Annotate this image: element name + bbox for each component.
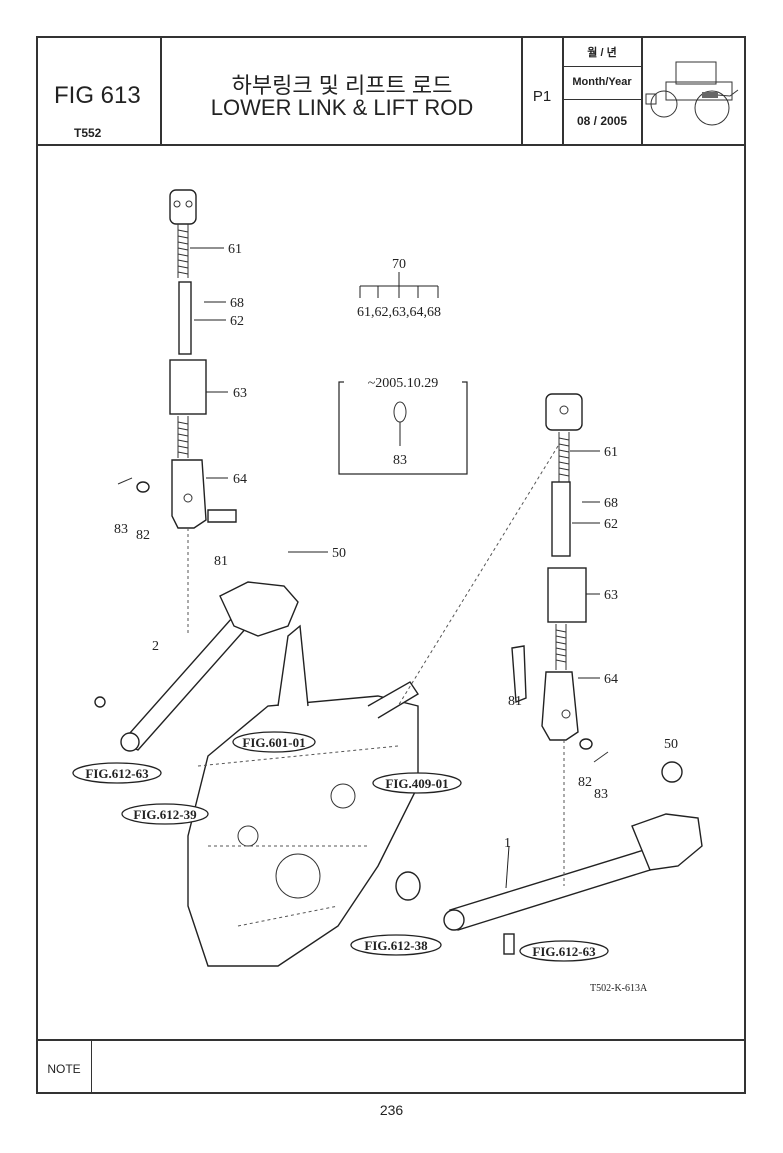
callout-81-left: 81 — [214, 554, 228, 569]
ref-fig-601-01[interactable]: FIG.601-01 — [242, 735, 305, 750]
page-code: P1 — [532, 88, 552, 105]
ref-fig-601-01-oval — [232, 731, 316, 753]
month-label-korean: 월 / 년 — [587, 47, 617, 59]
transmission-housing — [187, 624, 419, 967]
serial-box-label: ~2005.10.29 — [368, 376, 439, 391]
drawing-code: T502-K-613A — [590, 983, 648, 994]
note-label: NOTE — [47, 1062, 81, 1076]
callout-62-right: 62 — [604, 517, 618, 532]
callout-63-left: 63 — [233, 386, 247, 401]
callout-83-right: 83 — [594, 787, 608, 802]
month-year-label: Month/Year — [572, 76, 632, 88]
note-top-line — [36, 1039, 746, 1041]
ref-fig-612-63-left-oval — [72, 762, 162, 784]
right-lift-rod-assembly — [511, 393, 683, 783]
callout-64-right: 64 — [604, 672, 618, 687]
o-ring-icon — [393, 401, 407, 423]
ref-fig-612-63-right-oval — [519, 940, 609, 962]
title-korean: 하부링크 및 리프트 로드 — [231, 73, 453, 98]
header-divider-4 — [641, 36, 643, 145]
month-cell-line-2 — [562, 99, 642, 100]
month-cell-line-1 — [562, 66, 642, 67]
header-bottom-line — [36, 144, 746, 146]
model-code: T552 — [74, 126, 102, 140]
tractor-thumbnail-icon — [645, 61, 739, 126]
ref-fig-612-38-oval — [350, 934, 442, 956]
callout-70-parts: 61,62,63,64,68 — [357, 305, 441, 320]
callout-50-left: 50 — [332, 546, 346, 561]
callout-64-left: 64 — [233, 472, 247, 487]
callout-63-right: 63 — [604, 588, 618, 603]
callout-81-right: 81 — [508, 694, 522, 709]
callout-61-left: 61 — [228, 242, 242, 257]
serial-box-label-bg — [344, 374, 462, 390]
ref-fig-612-63-right[interactable]: FIG.612-63 — [532, 944, 596, 959]
note-divider — [91, 1040, 92, 1094]
callout-83-left: 83 — [114, 522, 128, 537]
callout-83-boxed: 83 — [393, 453, 407, 468]
callout-1: 1 — [504, 836, 511, 851]
ref-fig-612-63-left[interactable]: FIG.612-63 — [85, 766, 149, 781]
ref-fig-409-01-oval — [372, 772, 462, 794]
callout-68-left: 68 — [230, 296, 244, 311]
callout-50-right: 50 — [664, 737, 678, 752]
figure-id: FIG 613 — [54, 82, 141, 109]
exploded-parts-drawing: ~2005.10.29 83 70 61,62,63,64,68 61 68 6… — [72, 189, 703, 994]
right-lower-link-arm — [395, 813, 703, 955]
title-english: LOWER LINK & LIFT ROD — [210, 95, 474, 120]
ref-fig-409-01[interactable]: FIG.409-01 — [385, 776, 448, 791]
page-number: 236 — [379, 1102, 404, 1118]
ref-fig-612-39-oval — [121, 803, 209, 825]
page-frame — [36, 36, 746, 1094]
header-divider-3 — [562, 36, 564, 145]
ref-fig-612-39[interactable]: FIG.612-39 — [133, 807, 197, 822]
revision-date: 08 / 2005 — [576, 114, 628, 128]
left-lift-rod-assembly — [117, 189, 237, 529]
assembly-line-right — [397, 445, 559, 707]
callout-61-right: 61 — [604, 445, 618, 460]
callout-68-right: 68 — [604, 496, 618, 511]
callout-62-left: 62 — [230, 314, 244, 329]
callout-70: 70 — [392, 257, 406, 272]
header-divider-2 — [521, 36, 523, 145]
callout-82-right: 82 — [578, 775, 592, 790]
callout-2: 2 — [152, 639, 159, 654]
header-divider-1 — [160, 36, 162, 145]
left-lower-link-arm — [94, 581, 299, 752]
ref-fig-612-38[interactable]: FIG.612-38 — [364, 938, 428, 953]
callout-82-left: 82 — [136, 528, 150, 543]
